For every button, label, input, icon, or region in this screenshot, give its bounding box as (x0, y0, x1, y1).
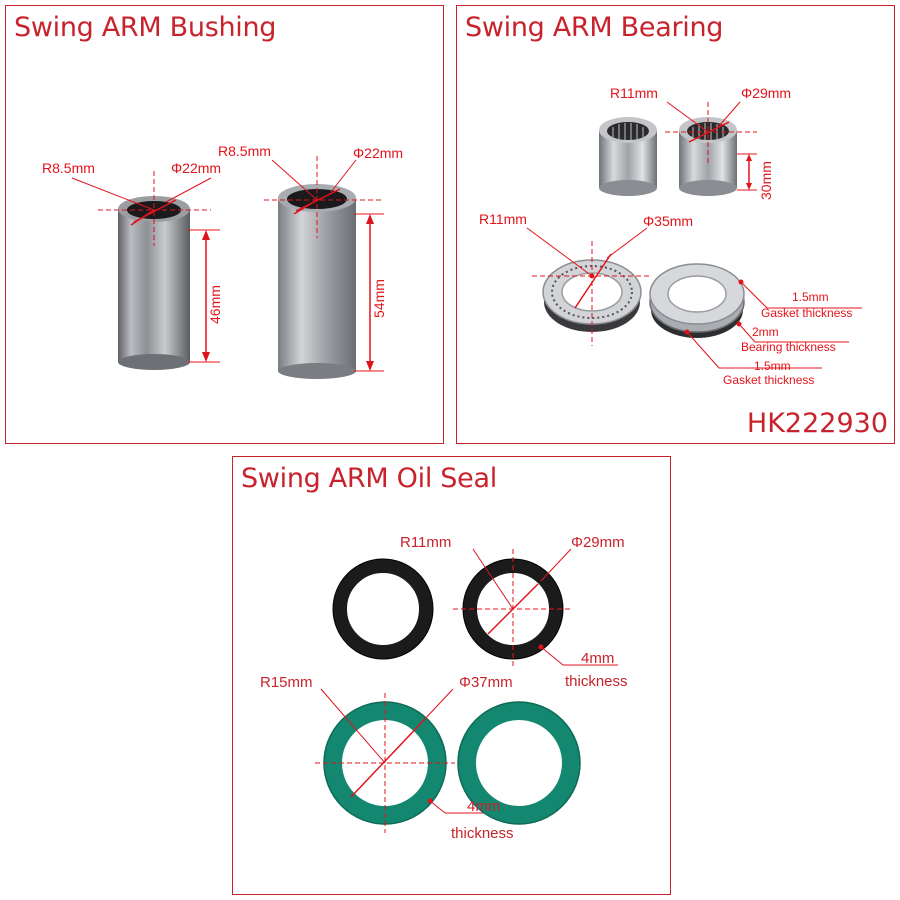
small-seal-diameter-label: Φ29mm (571, 534, 625, 551)
small-seal-radius-label: R11mm (400, 534, 451, 551)
thrust-diameter-label: Φ35mm (643, 213, 693, 229)
oil-seal-illustration: R11mm Φ29mm 4mm thickness R15mm Φ37mm 4m… (260, 534, 628, 842)
bushing-illustration: R8.5mm Φ22mm 46mm R8.5mm Φ22mm 54mm (42, 143, 403, 379)
oil-seal-panel: Swing ARM Oil Seal R11mm Φ29mm 4mm thick… (232, 456, 671, 895)
bushing-panel: Swing ARM Bushing (5, 5, 444, 444)
small-seal-thickness-label: thickness (565, 673, 628, 690)
bearing-panel: Swing ARM Bearing (456, 5, 895, 444)
bearing-thickness-value: 2mm (752, 325, 779, 339)
bushing-right-radius-label: R8.5mm (218, 143, 271, 159)
bushing-left-diameter-label: Φ22mm (171, 160, 221, 176)
needle-height-label: 30mm (758, 161, 774, 200)
bearing-illustration: R11mm Φ29mm 30mm R11mm Φ35mm (479, 85, 862, 387)
large-seal-thickness-value: 4mm (467, 798, 500, 815)
thrust-bearing-right (649, 263, 862, 369)
needle-bearing-left (599, 117, 657, 196)
bushing-left-radius-label: R8.5mm (42, 160, 95, 176)
bushing-right (264, 156, 384, 379)
part-code: HK222930 (746, 408, 888, 439)
bushing-right-diameter-label: Φ22mm (353, 145, 403, 161)
green-seal-right (457, 701, 581, 825)
bushing-left-length-label: 46mm (207, 285, 223, 324)
bushing-right-length-label: 54mm (371, 279, 387, 318)
green-seal-left (315, 688, 513, 833)
black-seal-left (332, 558, 434, 660)
gasket-thickness-value-bottom: 1.5mm (754, 359, 791, 373)
gasket-thickness-value-top: 1.5mm (792, 290, 829, 304)
large-seal-radius-label: R15mm (260, 674, 313, 691)
thrust-bearing-left (526, 227, 652, 346)
bushing-panel-title: Swing ARM Bushing (14, 12, 277, 43)
large-seal-diameter-label: Φ37mm (459, 674, 513, 691)
needle-radius-label: R11mm (610, 85, 658, 101)
oil-seal-panel-title: Swing ARM Oil Seal (241, 463, 497, 494)
small-seal-thickness-value: 4mm (581, 650, 614, 667)
bearing-panel-title: Swing ARM Bearing (465, 12, 724, 43)
thrust-radius-label: R11mm (479, 211, 527, 227)
black-seal-right (453, 548, 618, 669)
bearing-thickness-label: Bearing thickness (741, 340, 836, 354)
gasket-thickness-label-top: Gasket thickness (761, 306, 852, 320)
large-seal-thickness-label: thickness (451, 825, 514, 842)
gasket-thickness-label-bottom: Gasket thickness (723, 373, 814, 387)
needle-diameter-label: Φ29mm (741, 85, 791, 101)
needle-bearing-right (665, 101, 757, 196)
bushing-left (71, 171, 220, 370)
